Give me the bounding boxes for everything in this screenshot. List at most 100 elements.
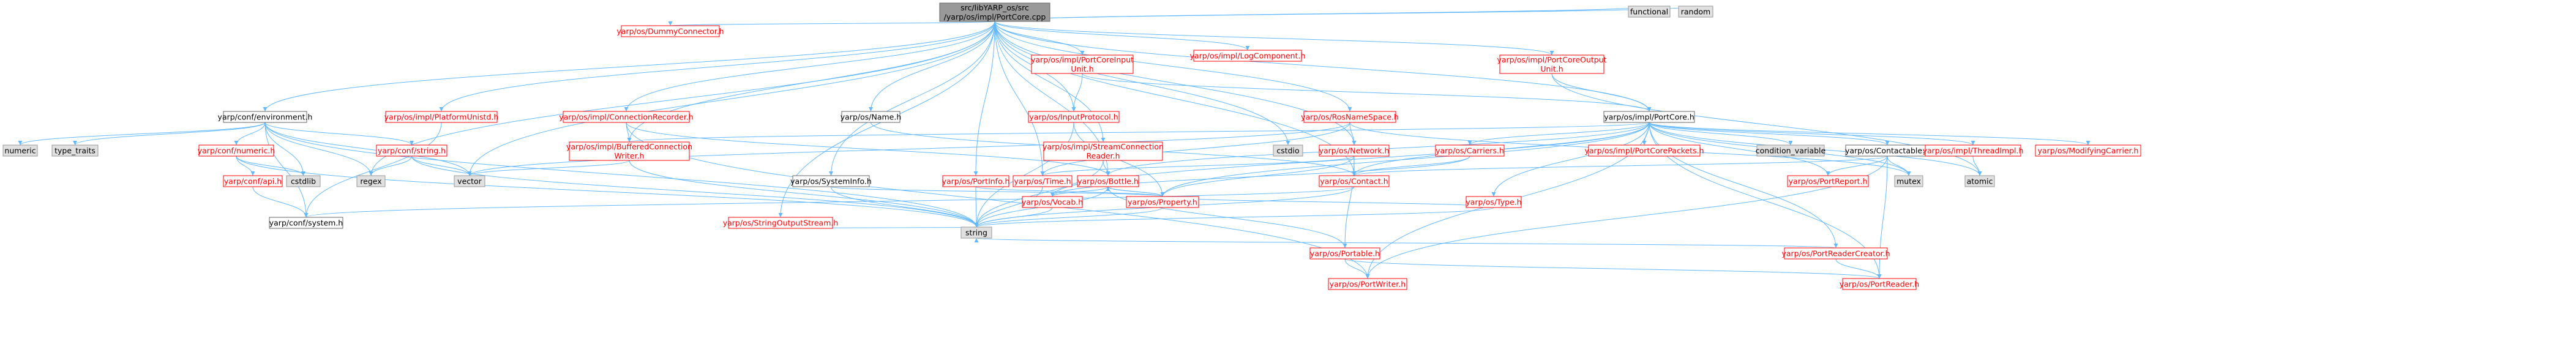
node-label: yarp/os/Vocab.h <box>1022 198 1083 207</box>
node-time[interactable]: yarp/os/Time.h <box>1013 175 1073 187</box>
node-environment[interactable]: yarp/conf/environment.h <box>218 111 313 123</box>
node-threadimpl[interactable]: yarp/os/impl/ThreadImpl.h <box>1923 144 2024 157</box>
edge-contact-to-confsystem <box>304 186 1355 218</box>
edge-root-to-cstdio <box>994 21 1290 146</box>
node-cstdio: cstdio <box>1273 144 1303 157</box>
node-contactable[interactable]: yarp/os/Contactable.h <box>1845 144 1930 157</box>
node-contact[interactable]: yarp/os/Contact.h <box>1319 175 1390 187</box>
node-label: yarp/os/impl/ConnectionRecorder.h <box>559 113 693 122</box>
node-cstdlib: cstdlib <box>286 175 321 187</box>
node-portcorepackets[interactable]: yarp/os/impl/PortCorePackets.h <box>1585 144 1704 157</box>
node-platformunistd[interactable]: yarp/os/impl/PlatformUnistd.h <box>384 111 499 123</box>
edge-portcoreoutput-to-portcore_h <box>1551 73 1652 112</box>
node-box <box>728 217 833 229</box>
node-vector: vector <box>454 175 485 187</box>
node-box <box>1964 175 1995 187</box>
node-property[interactable]: yarp/os/Property.h <box>1126 196 1199 208</box>
node-portable[interactable]: yarp/os/Portable.h <box>1309 247 1380 260</box>
node-regex: regex <box>356 175 386 187</box>
edge-contactable-to-contact <box>1352 155 1888 176</box>
edge-portcore_h-to-type <box>1491 122 1650 197</box>
node-portcore_h[interactable]: yarp/os/impl/PortCore.h <box>1603 111 1695 123</box>
edge-network-to-portable <box>1342 155 1355 249</box>
node-label: yarp/conf/numeric.h <box>198 146 275 155</box>
edge-environment-to-confstring <box>264 122 414 146</box>
node-box <box>356 175 386 187</box>
node-box <box>1303 111 1396 123</box>
node-mutex: mutex <box>1894 175 1923 187</box>
edge-root-to-name <box>869 21 995 112</box>
edge-rosnamespace-to-network <box>1349 122 1357 146</box>
node-box <box>1925 144 2021 157</box>
node-label: mutex <box>1896 177 1921 186</box>
edge-environment-to-numeric_sys <box>18 122 266 146</box>
node-portwriter[interactable]: yarp/os/PortWriter.h <box>1328 278 1407 290</box>
node-label: yarp/os/impl/StreamConnection <box>1043 142 1164 151</box>
edge-network-to-time <box>1040 155 1355 176</box>
edge-contactable-to-portwriter <box>1365 155 1888 279</box>
edge-root-to-platformunistd <box>439 21 995 112</box>
node-label: yarp/os/impl/BufferedConnection <box>566 142 692 151</box>
node-box <box>939 2 1050 22</box>
edge-root-to-streamconnreader <box>994 21 1106 143</box>
node-confsystem[interactable]: yarp/conf/system.h <box>269 217 343 229</box>
edge-root-to-systeminfo <box>829 21 995 176</box>
node-network[interactable]: yarp/os/Network.h <box>1319 144 1390 157</box>
edge-root-to-random <box>994 6 1698 22</box>
edge-root-to-rosnamespace <box>994 21 1352 112</box>
node-portreadercreator[interactable]: yarp/os/PortReaderCreator.h <box>1781 247 1890 260</box>
node-carriers[interactable]: yarp/os/Carriers.h <box>1435 144 1505 157</box>
node-label: Unit.h <box>1540 64 1563 73</box>
node-box <box>223 111 307 123</box>
node-label: Reader.h <box>1087 151 1120 160</box>
node-portreport[interactable]: yarp/os/PortReport.h <box>1787 175 1869 187</box>
node-confstring[interactable]: yarp/conf/string.h <box>376 144 447 157</box>
edge-type-to-property <box>1160 196 1494 208</box>
node-type[interactable]: yarp/os/Type.h <box>1466 196 1522 208</box>
edge-root-to-environment <box>263 21 995 112</box>
node-box <box>376 144 447 157</box>
node-stringoutputstream[interactable]: yarp/os/StringOutputStream.h <box>723 217 839 229</box>
node-label: yarp/os/Network.h <box>1319 146 1390 155</box>
edge-portreadercreator-to-string <box>975 238 1837 249</box>
edge-contactable-to-mutex <box>1887 155 1911 176</box>
node-dummyconn[interactable]: yarp/os/DummyConnector.h <box>616 25 724 37</box>
node-confapi[interactable]: yarp/conf/api.h <box>223 175 283 187</box>
node-label: yarp/os/PortReader.h <box>1840 280 1919 289</box>
node-logcomponent[interactable]: yarp/os/impl/LogComponent.h <box>1190 50 1306 62</box>
node-box <box>1628 6 1671 18</box>
node-systeminfo[interactable]: yarp/os/SystemInfo.h <box>790 175 872 187</box>
node-label: atomic <box>1967 177 1993 186</box>
node-name[interactable]: yarp/os/Name.h <box>841 111 902 123</box>
node-connrecorder[interactable]: yarp/os/impl/ConnectionRecorder.h <box>559 111 694 123</box>
edge-time-to-string <box>974 186 1043 228</box>
node-bottle[interactable]: yarp/os/Bottle.h <box>1077 175 1139 187</box>
node-box <box>1603 111 1695 123</box>
node-vocab[interactable]: yarp/os/Vocab.h <box>1022 196 1083 208</box>
edge-confstring-to-regex <box>369 155 412 176</box>
node-portinfo[interactable]: yarp/os/PortInfo.h <box>942 175 1010 187</box>
node-inputprotocol[interactable]: yarp/os/InputProtocol.h <box>1028 111 1120 123</box>
node-box <box>563 111 690 123</box>
edge-portcoreinput-to-inputprotocol <box>1071 73 1083 112</box>
node-box <box>1031 54 1134 74</box>
node-confnumeric[interactable]: yarp/conf/numeric.h <box>198 144 275 157</box>
node-label: regex <box>360 177 381 186</box>
node-rosnamespace[interactable]: yarp/os/RosNameSpace.h <box>1301 111 1399 123</box>
node-box <box>942 175 1009 187</box>
node-label: yarp/os/InputProtocol.h <box>1029 113 1118 122</box>
node-modifyingcarrier[interactable]: yarp/os/ModifyingCarrier.h <box>2035 144 2141 157</box>
node-portreader[interactable]: yarp/os/PortReader.h <box>1840 278 1919 290</box>
node-box <box>223 175 283 187</box>
node-label: Unit.h <box>1071 64 1093 73</box>
node-root[interactable]: src/libYARP_os/src/yarp/os/impl/PortCore… <box>939 2 1050 22</box>
node-box <box>1043 141 1163 161</box>
node-label: yarp/os/Contact.h <box>1320 177 1388 186</box>
node-label: yarp/conf/string.h <box>378 146 446 155</box>
node-label: functional <box>1630 7 1668 17</box>
